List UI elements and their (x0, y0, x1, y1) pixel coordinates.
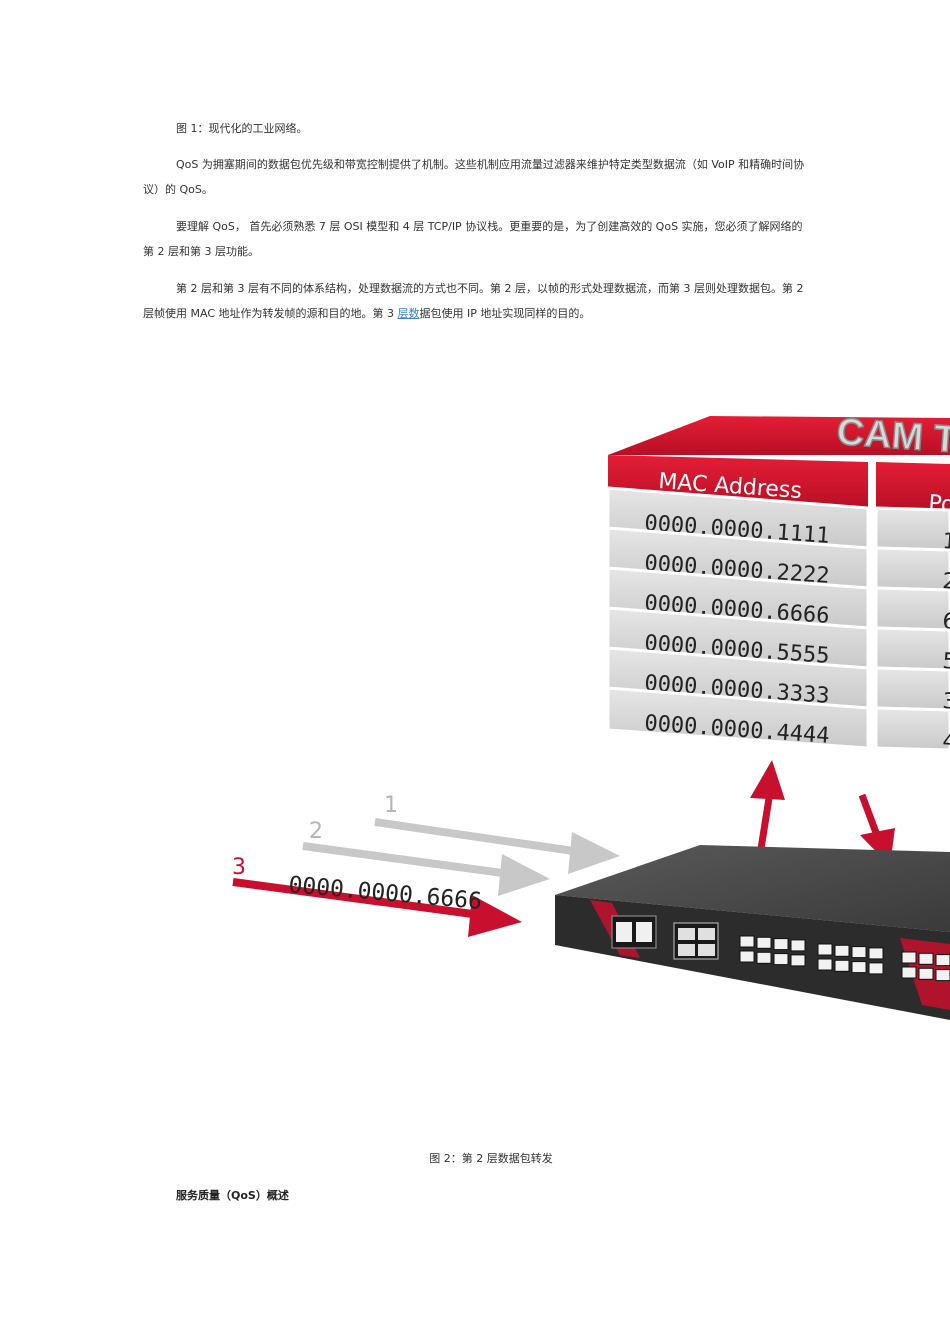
frame-arrow-2: 2 (302, 819, 550, 896)
cam-port-value: 6 (942, 609, 950, 635)
cam-row-port (874, 706, 950, 752)
cam-row-port (874, 586, 950, 632)
layer-link[interactable]: 层数 (397, 307, 420, 320)
frame-arrow-number: 2 (309, 819, 323, 844)
switch-port (756, 951, 772, 964)
paragraph-osi-model: 要理解 QoS， 首先必须熟悉 7 层 OSI 模型和 4 层 TCP/IP 协… (143, 220, 803, 258)
frame-arrow-number: 1 (384, 793, 398, 818)
switch-port (834, 959, 850, 972)
paragraph-qos-intro: QoS 为拥塞期间的数据包优先级和带宽控制提供了机制。这些机制应用流量过滤器来维… (143, 158, 805, 196)
network-switch (555, 845, 950, 1020)
switch-port (851, 961, 867, 974)
learn-arrow-up (750, 760, 785, 856)
switch-port (834, 944, 850, 957)
switch-port (790, 954, 806, 967)
switch-port (935, 954, 950, 967)
mac-column-header (608, 455, 868, 508)
frame-arrow-1: 1 (374, 793, 620, 874)
figure-1-caption: 图 1：现代化的工业网络。 (176, 122, 308, 135)
cam-table-top (608, 416, 950, 455)
switch-port (901, 966, 917, 979)
cam-port-value: 5 (942, 649, 950, 675)
switch-port (935, 969, 950, 982)
cam-table-title: CAM T (835, 411, 950, 461)
paragraph-text-a: 第 2 层和第 3 层有不同的体系结构，处理数据流的方式也不同。第 2 层，以帧… (143, 282, 804, 320)
switch-port (851, 946, 867, 959)
cam-port-value: 4 (942, 729, 950, 755)
switch-port (790, 939, 806, 952)
section-heading-qos-overview: 服务质量（QoS）概述 (176, 1189, 289, 1202)
cam-port-value: 1 (942, 529, 950, 555)
switch-port (817, 958, 833, 971)
switch-port (739, 950, 755, 963)
switch-port (756, 936, 772, 949)
switch-port (868, 947, 884, 960)
cam-row-port (874, 666, 950, 712)
cam-row-port (874, 626, 950, 672)
switch-port (817, 943, 833, 956)
cam-port-value: 3 (942, 689, 950, 715)
paragraph-text-b: 据包使用 IP 地址实现同样的目的。 (419, 307, 591, 320)
cam-port-value: 2 (942, 569, 950, 595)
cam-row-mac (606, 686, 870, 750)
switch-port (918, 952, 934, 965)
switch-port (773, 953, 789, 966)
port-column-header (876, 462, 950, 510)
cam-row-port (874, 546, 950, 592)
switch-port (901, 951, 917, 964)
switch-port (918, 967, 934, 980)
switch-port (773, 938, 789, 951)
figure-2-caption: 图 2：第 2 层数据包转发 (429, 1152, 553, 1165)
frame-mac-label: 0000.0000.6666 (287, 872, 482, 915)
paragraph-layer2-layer3: 第 2 层和第 3 层有不同的体系结构，处理数据流的方式也不同。第 2 层，以帧… (143, 276, 808, 326)
cam-row-port (874, 506, 950, 552)
frame-arrow-number: 3 (232, 855, 246, 880)
switch-port (868, 962, 884, 975)
switch-port (739, 935, 755, 948)
